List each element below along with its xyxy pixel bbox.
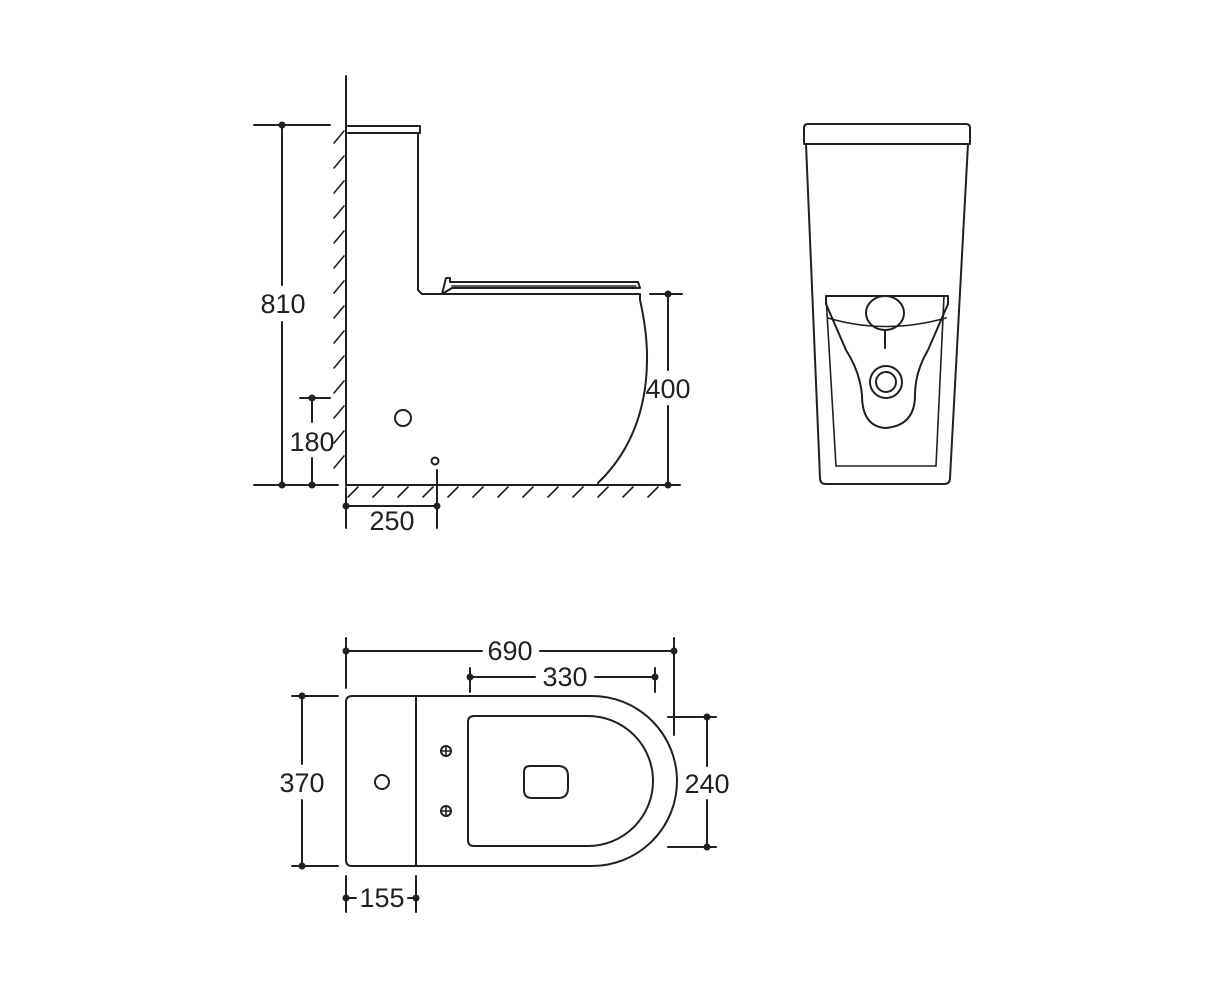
toilet-side-outline <box>347 125 648 484</box>
dim-180-label: 180 <box>289 427 334 457</box>
dim-690: 690 <box>342 636 678 736</box>
dim-155: 155 <box>342 875 420 913</box>
trap-inner-outline <box>827 317 947 328</box>
front-tank-outline <box>803 123 971 145</box>
dim-400: 400 <box>645 290 691 489</box>
dim-240: 240 <box>667 713 730 851</box>
outlet-circle-outer <box>869 365 903 399</box>
dim-330: 330 <box>466 662 659 693</box>
wall-hatching <box>333 130 345 469</box>
drain-marker-circle <box>430 456 440 466</box>
dim-690-label: 690 <box>487 636 532 666</box>
flush-button-circle <box>374 774 390 790</box>
front-view <box>803 123 971 485</box>
dim-155-label: 155 <box>359 883 404 913</box>
dim-370-label: 370 <box>279 768 324 798</box>
dim-810-label: 810 <box>260 289 305 319</box>
mounting-bolt-lower <box>440 805 452 817</box>
trap-upper-ellipse <box>865 295 905 331</box>
trap-opening-outline <box>825 295 949 429</box>
top-view: 690 330 370 <box>279 636 730 913</box>
dim-250: 250 <box>342 469 441 536</box>
mounting-bolt-upper <box>440 745 452 757</box>
dim-330-label: 330 <box>542 662 587 692</box>
water-inlet-circle <box>394 409 412 427</box>
bowl-opening <box>523 765 569 799</box>
side-view: 810 180 400 250 <box>253 75 691 536</box>
outlet-circle-inner <box>875 371 897 393</box>
floor-hatching <box>347 486 659 498</box>
dim-180: 180 <box>289 394 335 489</box>
front-body-outline <box>805 143 969 485</box>
dim-250-label: 250 <box>369 506 414 536</box>
dim-370: 370 <box>279 692 339 870</box>
seat-outline <box>467 715 654 847</box>
front-base-recess <box>835 295 945 467</box>
dim-810: 810 <box>253 121 339 489</box>
seat-lid <box>441 277 641 295</box>
top-outline <box>345 695 678 867</box>
dim-400-label: 400 <box>645 374 690 404</box>
dim-240-label: 240 <box>684 769 729 799</box>
